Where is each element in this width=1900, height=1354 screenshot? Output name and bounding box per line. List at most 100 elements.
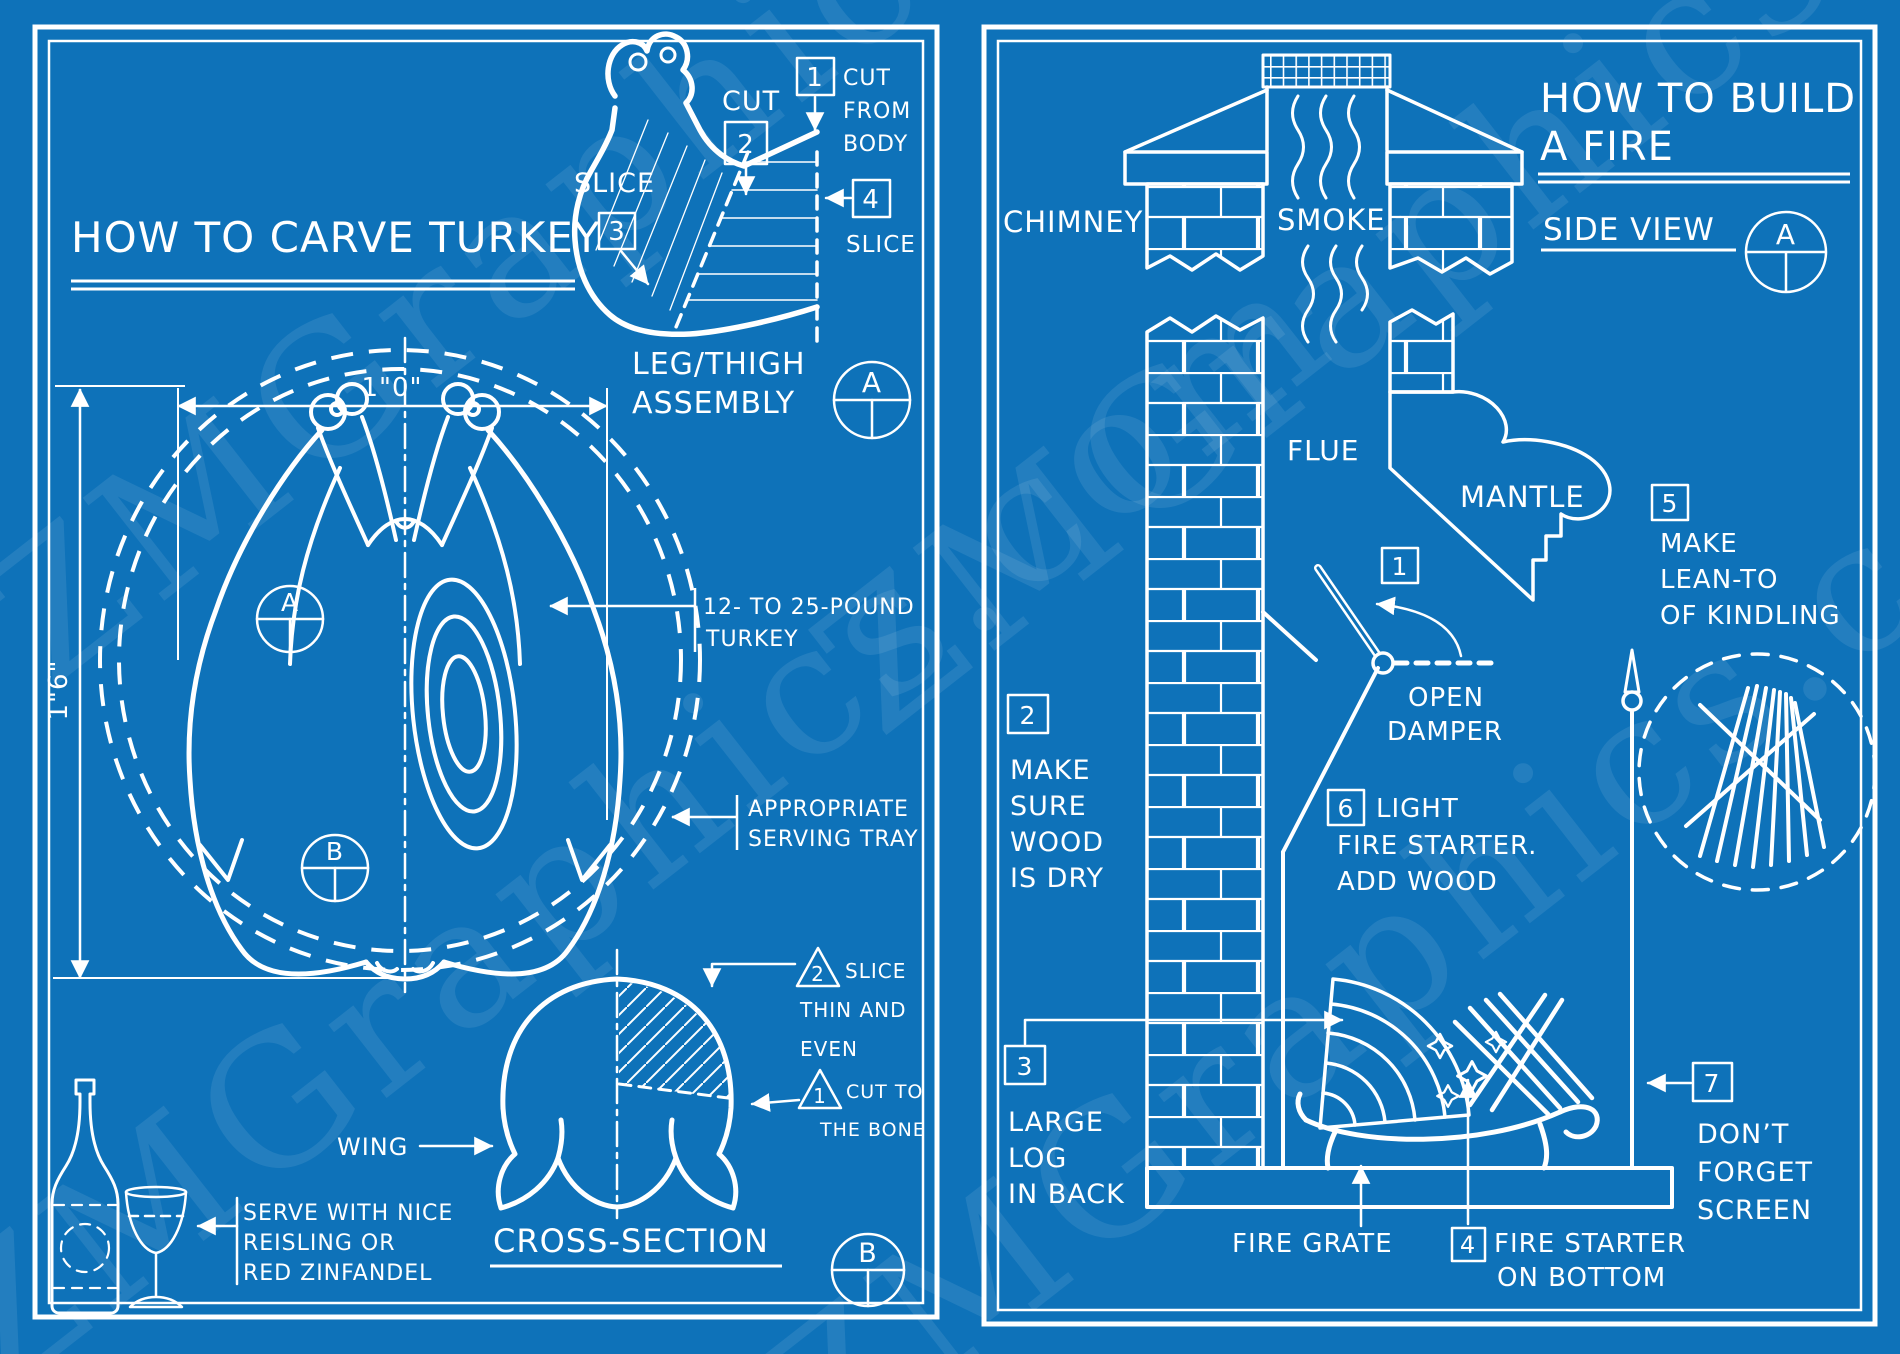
width-dim-text: 1"0" [361, 373, 422, 403]
triangle-2-number: 2 [811, 962, 825, 986]
side-view-marker-icon [1744, 210, 1828, 294]
left-title: HOW TO CARVE TURKEY [71, 213, 600, 262]
step-4-line1: FIRE STARTER [1494, 1229, 1686, 1259]
drumstick-outline [571, 31, 820, 338]
step-box-4 [851, 178, 892, 219]
hatch-boundary-dashed [617, 1082, 738, 1101]
section-marker-b-icon [830, 1232, 906, 1308]
step-3-number: 3 [1017, 1052, 1034, 1081]
cut-from-body-line3: BODY [843, 132, 908, 157]
flue-label: FLUE [1287, 434, 1360, 467]
left-panel-inner-border [47, 39, 925, 1305]
step-2-line4: IS DRY [1010, 863, 1104, 894]
tray-note-leader [671, 795, 739, 850]
left-title-underline [71, 279, 575, 291]
cut-from-body-line2: FROM [843, 99, 911, 124]
right-panel-inner-border [996, 39, 1863, 1312]
serve-note-line1: SERVE WITH NICE [243, 1201, 453, 1226]
step-2-line1: MAKE [1010, 755, 1091, 786]
step-1-number: 1 [1392, 552, 1409, 581]
kindling-detail-circle [1637, 652, 1877, 892]
step-3-line2: LOG [1008, 1143, 1067, 1174]
slice4-label: SLICE [846, 232, 916, 258]
leg-caption-line1: LEG/THIGH [632, 347, 806, 382]
step-box-1 [795, 56, 836, 97]
turkey-marker-b: B [326, 837, 344, 866]
cross-section-outline [495, 976, 739, 1211]
cross-section-marker-b: B [858, 1238, 878, 1269]
turkey-wing-marks [198, 838, 612, 882]
leg-marker-letter: A [862, 366, 882, 399]
step-3-line3: IN BACK [1008, 1179, 1125, 1210]
left-panel: HOW TO CARVE TURKEY [32, 24, 940, 1320]
step-2-line3: WOOD [1010, 827, 1104, 858]
step-2-number: 2 [1020, 701, 1037, 730]
wine-bottle-details [52, 1203, 118, 1290]
turkey-thigh-curves [288, 466, 522, 974]
step-6-line3: ADD WOOD [1337, 867, 1498, 897]
section-marker-a-icon [832, 360, 912, 440]
serve-note-leader [196, 1196, 239, 1286]
step-3-line1: LARGE [1008, 1107, 1104, 1138]
turkey-marker-a: A [281, 588, 299, 617]
serve-note-line3: RED ZINFANDEL [243, 1261, 432, 1286]
step-box-3 [597, 211, 637, 251]
tray-note-line2: SERVING TRAY [748, 827, 919, 852]
step-1-line2: DAMPER [1387, 717, 1503, 747]
slice-label: SLICE [574, 168, 655, 199]
turkey-top-view [186, 336, 624, 994]
triangle-marker-1 [797, 1068, 843, 1110]
leg-thigh-detail [571, 31, 912, 440]
leg-caption-line2: ASSEMBLY [632, 386, 795, 421]
section-marker-b-icon [300, 833, 370, 903]
slice-note-line1: SLICE [845, 959, 906, 983]
triangle-marker-2 [795, 946, 841, 988]
step-1-number: 1 [806, 63, 824, 93]
fire-screen-icon [1621, 648, 1643, 1170]
cross-section-hatch [619, 982, 732, 1099]
cross-section-drawing [418, 946, 906, 1308]
cut-line-diagonal [672, 150, 750, 334]
wing-label: WING [337, 1133, 408, 1161]
step-1-line1: OPEN [1408, 683, 1484, 713]
step-7-number: 7 [1704, 1069, 1721, 1098]
cut-from-body-line1: CUT [843, 66, 891, 91]
step-5-line2: LEAN-TO [1660, 565, 1779, 595]
side-view-label: SIDE VIEW [1543, 212, 1715, 248]
serve-note-line2: REISLING OR [243, 1231, 396, 1256]
wine-glass-icon [124, 1185, 188, 1309]
smoke-icon [1291, 94, 1369, 344]
smoke-label: SMOKE [1277, 203, 1386, 237]
step-4-number: 4 [862, 185, 880, 215]
fire-grate-label: FIRE GRATE [1232, 1229, 1393, 1259]
step-5-line1: MAKE [1660, 529, 1738, 559]
firebox [1145, 666, 1674, 1209]
turkey-legs [316, 415, 494, 547]
side-view-marker-letter: A [1776, 218, 1796, 251]
step-5-number: 5 [1662, 489, 1679, 518]
weight-note-line2: TURKEY [705, 627, 799, 652]
right-title-line1: HOW TO BUILD [1540, 76, 1856, 122]
chimney-cap-mesh [1261, 53, 1392, 89]
right-title-line2: A FIRE [1540, 124, 1674, 170]
weight-note-line1: 12- TO 25-POUND [703, 595, 915, 620]
cut-label: CUT [722, 86, 780, 117]
step-boxes [1003, 483, 1734, 1263]
slice-note-line3: EVEN [800, 1037, 858, 1061]
right-title-underline [1538, 172, 1850, 184]
step-7-line3: SCREEN [1697, 1195, 1812, 1226]
drumstick-bone-curls [628, 46, 677, 72]
cross-section-leaders [418, 962, 801, 1156]
chimney-structure [1003, 53, 1877, 1263]
step-6-line1: LIGHT [1376, 794, 1459, 824]
turkey-drumstick-knobs [309, 382, 501, 431]
step-5-line3: OF KINDLING [1660, 601, 1841, 631]
mantle-label: MANTLE [1460, 480, 1585, 514]
right-panel-outer-border [981, 24, 1878, 1327]
left-panel-outer-border [32, 24, 940, 1320]
kindling-leanto-icon [1684, 684, 1826, 869]
chimney-label: CHIMNEY [1003, 205, 1143, 239]
